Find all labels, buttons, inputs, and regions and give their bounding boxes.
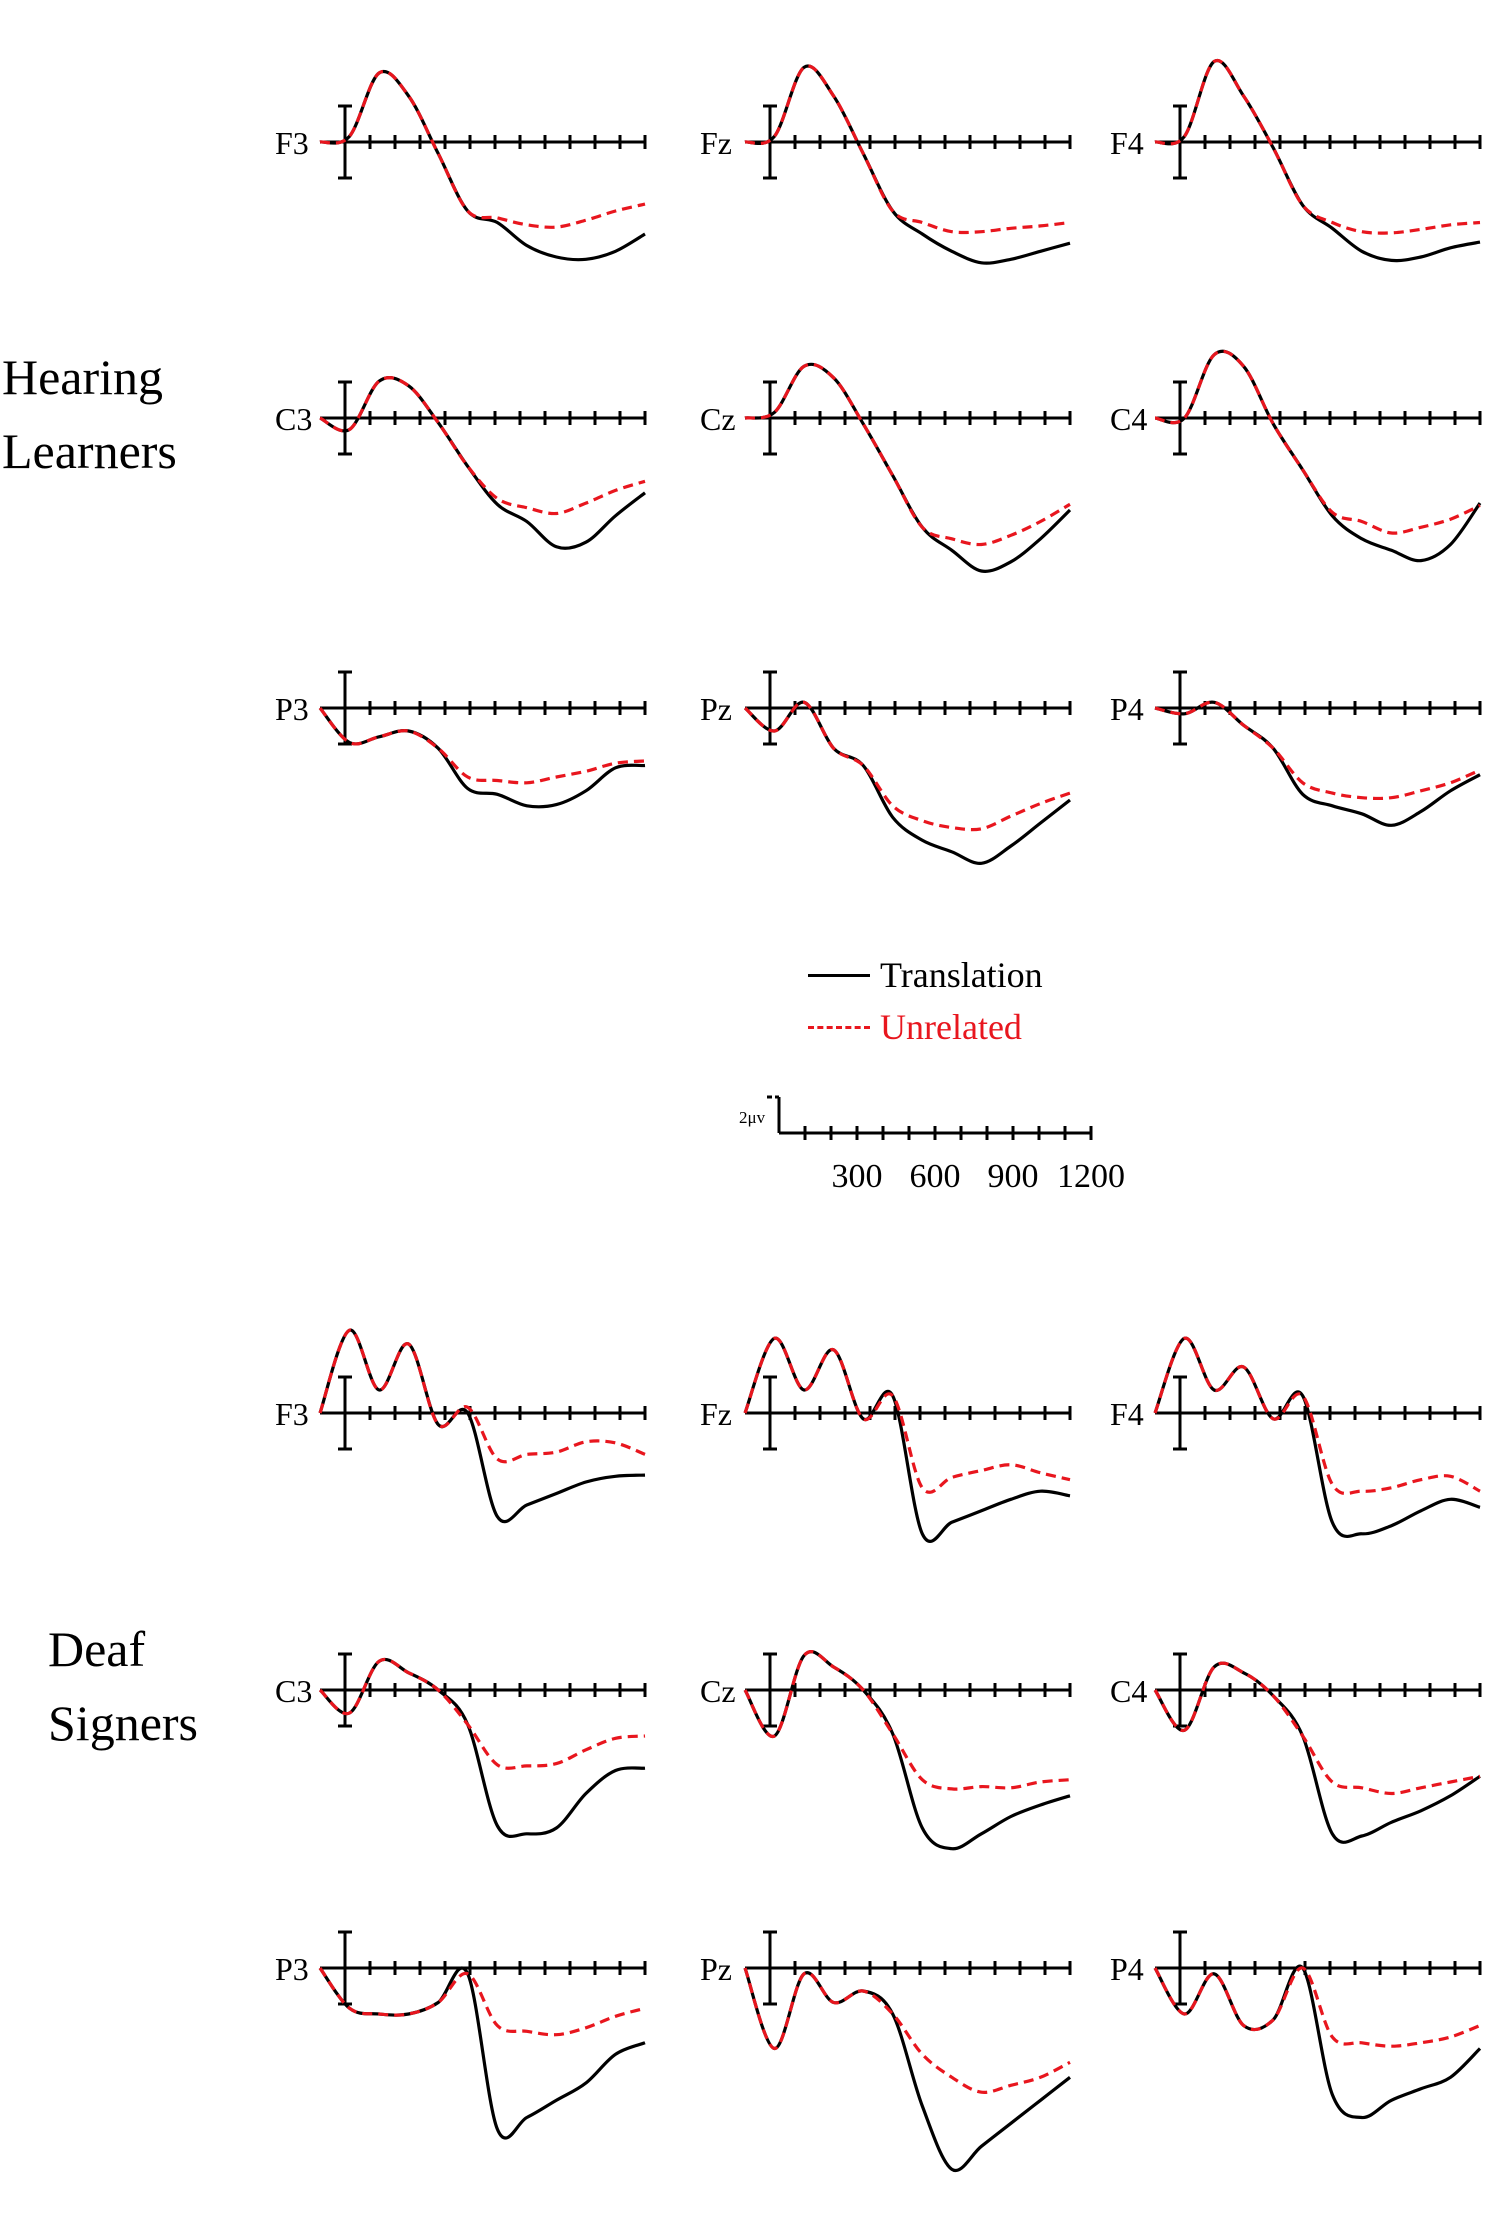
waveform-unrelated-hearing-pz <box>743 700 1071 832</box>
electrode-label-hearing-f4: F4 <box>1110 125 1144 161</box>
waveform-translation-hearing-fz <box>744 64 1071 265</box>
electrode-label-deaf-c4: C4 <box>1110 1673 1147 1709</box>
waveform-translation-hearing-f4 <box>1154 58 1481 263</box>
legend-label-translation: Translation <box>880 955 1043 995</box>
waveform-unrelated-deaf-f4 <box>1153 1336 1481 1496</box>
electrode-label-hearing-p3: P3 <box>275 691 309 727</box>
waveform-unrelated-deaf-pz <box>743 1967 1071 2094</box>
electrode-label-hearing-p4: P4 <box>1110 691 1144 727</box>
waveform-translation-deaf-p4 <box>1153 1964 1482 2120</box>
waveform-translation-hearing-p4 <box>1154 700 1481 827</box>
waveform-translation-deaf-c3 <box>318 1657 646 1839</box>
waveform-unrelated-deaf-f3 <box>318 1328 646 1464</box>
waveform-translation-deaf-p3 <box>318 1966 646 2140</box>
waveform-translation-hearing-p3 <box>318 706 646 809</box>
legend-label-unrelated: Unrelated <box>880 1007 1022 1047</box>
scale-time-tick-label: 1200 <box>1057 1158 1125 1195</box>
waveform-unrelated-hearing-p3 <box>318 706 646 785</box>
waveform-translation-hearing-c3 <box>319 376 646 550</box>
electrode-label-deaf-p3: P3 <box>275 1951 309 1987</box>
waveform-translation-hearing-cz <box>744 362 1072 573</box>
group-label-deaf: Deaf Signers <box>48 1621 198 1751</box>
legend-swatch-translation <box>808 974 870 977</box>
electrode-label-hearing-cz: Cz <box>700 401 736 437</box>
electrode-label-deaf-p4: P4 <box>1110 1951 1144 1987</box>
waveform-unrelated-deaf-c4 <box>1153 1661 1481 1796</box>
electrode-label-deaf-c3: C3 <box>275 1673 312 1709</box>
waveform-translation-hearing-c4 <box>1154 349 1482 563</box>
electrode-label-deaf-f4: F4 <box>1110 1396 1144 1432</box>
scale-time-tick-label: 300 <box>832 1158 883 1195</box>
scale-time-tick-label: 900 <box>988 1158 1039 1195</box>
waveform-translation-deaf-f3 <box>318 1328 646 1524</box>
scale-time-tick-label: 600 <box>910 1158 961 1195</box>
waveform-unrelated-hearing-f4 <box>1154 58 1481 235</box>
electrode-label-hearing-c4: C4 <box>1110 401 1147 437</box>
electrode-label-hearing-c3: C3 <box>275 401 312 437</box>
waveform-translation-hearing-f3 <box>319 69 646 262</box>
legend-swatch-unrelated <box>808 1026 870 1029</box>
electrode-label-hearing-f3: F3 <box>275 125 309 161</box>
waveform-unrelated-hearing-cz <box>744 362 1071 547</box>
waveform-unrelated-hearing-c3 <box>319 376 646 516</box>
waveform-unrelated-deaf-p4 <box>1153 1966 1481 2048</box>
group-label-hearing: Hearing Learners <box>2 349 177 479</box>
waveform-unrelated-deaf-c3 <box>318 1657 646 1770</box>
waveform-unrelated-deaf-p3 <box>318 1967 646 2037</box>
waveform-unrelated-deaf-fz <box>743 1336 1071 1494</box>
waveform-translation-deaf-pz <box>743 1967 1071 2173</box>
waveform-translation-hearing-pz <box>743 700 1071 865</box>
electrode-label-hearing-fz: Fz <box>700 125 732 161</box>
electrode-label-deaf-cz: Cz <box>700 1673 736 1709</box>
waveform-unrelated-hearing-p4 <box>1154 700 1481 801</box>
waveform-unrelated-hearing-c4 <box>1154 349 1481 535</box>
electrode-label-deaf-pz: Pz <box>700 1951 732 1987</box>
electrode-label-deaf-fz: Fz <box>700 1396 732 1432</box>
waveform-unrelated-hearing-fz <box>744 64 1071 235</box>
electrode-label-hearing-pz: Pz <box>700 691 732 727</box>
waveform-unrelated-deaf-cz <box>743 1650 1071 1791</box>
scale-amplitude-label: 2μv <box>739 1108 766 1127</box>
electrode-label-deaf-f3: F3 <box>275 1396 309 1432</box>
